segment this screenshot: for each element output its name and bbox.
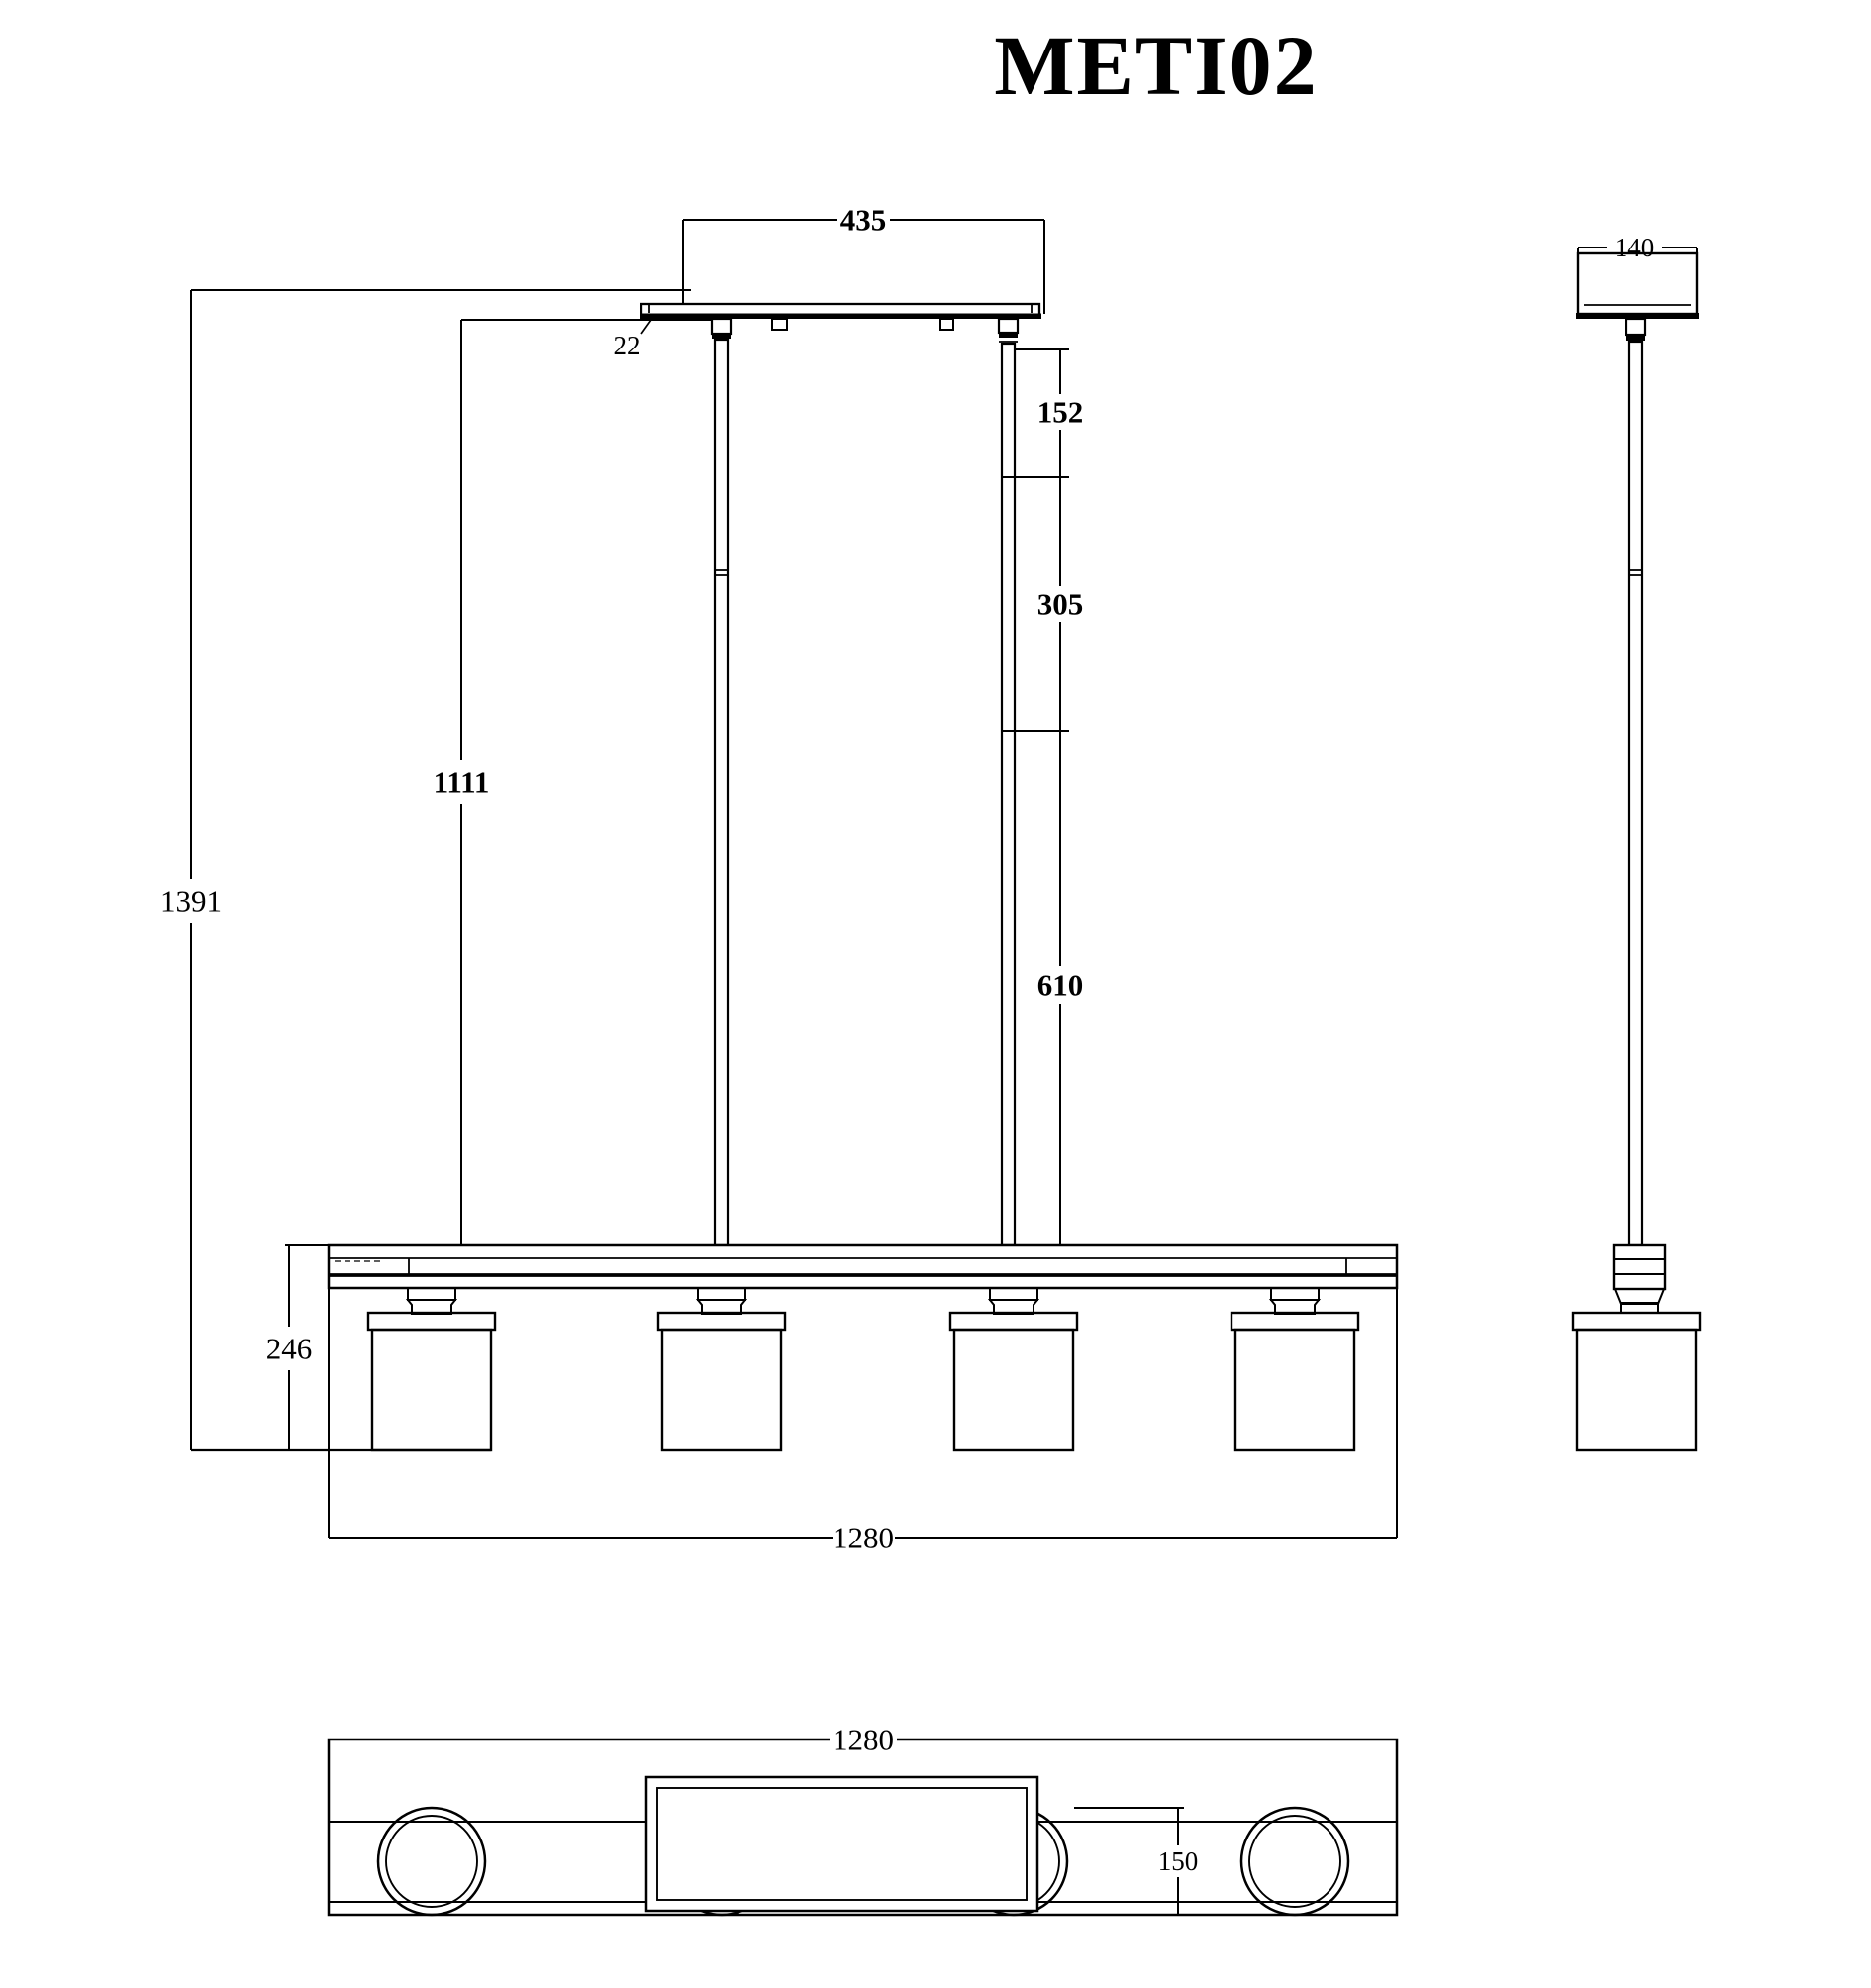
suspension-rod-left (710, 317, 733, 1247)
plan-canopy (644, 1775, 1039, 1913)
side-canopy (1576, 251, 1699, 319)
dim-canopy-width: 435 (682, 203, 1045, 314)
socket-block (407, 1287, 456, 1301)
rod-coupler-band (1626, 335, 1645, 341)
front-view: 1391 1111 435 22 (160, 203, 1399, 1555)
rod-coupler (1625, 317, 1647, 337)
dim-bar-to-shade-bottom: 246 (266, 1244, 333, 1450)
dim-rod-upper-value: 152 (1037, 395, 1084, 430)
shade-flange (1571, 1311, 1702, 1332)
dim-bar-length-value: 1280 (833, 1521, 894, 1555)
shade-body (660, 1328, 783, 1452)
shade-body (370, 1328, 493, 1452)
plan-shade-1 (376, 1806, 487, 1917)
bottom-view: 1280 150 (327, 1723, 1399, 1917)
shade-flange (656, 1311, 787, 1332)
dim-canopy-thickness-value: 22 (614, 331, 640, 360)
rod-coupler-band (999, 332, 1018, 338)
shade-flange (948, 1311, 1079, 1332)
dim-rod-lower-value: 610 (1037, 968, 1084, 1003)
dim-overall-height: 1391 (160, 289, 691, 1450)
canopy-bottom-edge (1576, 313, 1699, 319)
drawing-title: METI02 (994, 18, 1318, 113)
dim-text-mask (830, 1725, 897, 1752)
dim-canopy-depth-value: 140 (1615, 233, 1655, 262)
dim-shade-diameter: 150 (1074, 1807, 1199, 1916)
shade-flange (1230, 1311, 1360, 1332)
canopy-plate (640, 302, 1041, 317)
dim-canopy-width-value: 435 (840, 203, 887, 238)
shade-inner-circle (385, 1815, 478, 1908)
rod-tube (1627, 340, 1644, 1247)
shade-1 (366, 1287, 497, 1452)
dim-canopy-thickness: 22 (614, 319, 652, 360)
socket-block (989, 1287, 1038, 1301)
shade-4 (1230, 1287, 1360, 1452)
side-shade (1571, 1243, 1702, 1452)
dim-bar-to-shade-bottom-value: 246 (266, 1332, 313, 1366)
canopy-mounting-tab (939, 318, 954, 331)
dim-shade-diameter-value: 150 (1158, 1846, 1199, 1876)
dim-rod-middle-value: 305 (1037, 587, 1084, 622)
side-view: 140 (1571, 233, 1702, 1452)
socket-block (697, 1287, 746, 1301)
shade-flange (366, 1311, 497, 1332)
shade-outer-circle (376, 1806, 487, 1917)
socket-block (1613, 1288, 1666, 1305)
shade-body (1233, 1328, 1356, 1452)
leader-line (640, 319, 652, 335)
shade-outer-circle (1239, 1806, 1350, 1917)
shade-3 (948, 1287, 1079, 1452)
canopy-outer-rect (644, 1775, 1039, 1913)
dim-canopy-depth: 140 (1577, 233, 1698, 262)
dim-rod-segments: 152 305 610 (1002, 348, 1084, 1245)
bar-body (327, 1243, 1399, 1290)
socket-block (1270, 1287, 1320, 1301)
dim-overall-height-value: 1391 (160, 884, 222, 919)
shade-body (1575, 1328, 1698, 1452)
shade-2 (656, 1287, 787, 1452)
bar-cross-section (1612, 1243, 1667, 1291)
rod-coupler (710, 317, 733, 336)
dim-rod-total-value: 1111 (434, 765, 490, 800)
plan-shade-4 (1239, 1806, 1350, 1917)
rod-tube (713, 338, 730, 1247)
canopy-plate-bottom-edge (640, 313, 1041, 319)
canopy (640, 302, 1041, 331)
shade-body (952, 1328, 1075, 1452)
shade-inner-circle (1248, 1815, 1341, 1908)
dim-plan-bar-length-value: 1280 (833, 1723, 894, 1757)
side-rod (1625, 317, 1647, 1247)
fixture-bar (327, 1243, 1399, 1290)
rod-coupler-band (712, 333, 731, 339)
canopy-inner-rect (656, 1787, 1028, 1901)
suspension-rod-right (997, 317, 1020, 1247)
dim-bar-length: 1280 (328, 1288, 1398, 1555)
canopy-mounting-tab (771, 318, 788, 331)
dim-plan-bar-length: 1280 (830, 1723, 897, 1757)
dim-rod-total: 1111 (434, 319, 717, 1245)
rod-tube (1000, 342, 1017, 1247)
rod-coupler (997, 317, 1020, 335)
